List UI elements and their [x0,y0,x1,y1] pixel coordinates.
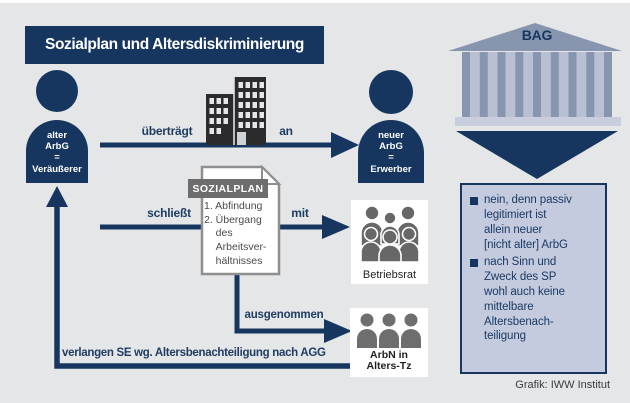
new-employer-label: neuer ArbG = Erwerber [370,130,412,175]
old-employer-person-icon [36,70,78,112]
claim-arrow [46,186,355,369]
excluded-arrow [234,270,352,343]
verdict-item: nein, denn passiv legitimiert ist allein… [470,193,600,253]
title-bar: Sozialplan und Altersdiskriminierung [25,26,324,64]
court-label: BAG [521,27,553,43]
people-group-icon [359,205,420,262]
building-icon [206,77,266,145]
new-employer-person-icon [369,70,413,114]
edge-label-excluded: ausgenommen [244,309,324,321]
square-bullet-icon [470,258,478,267]
top-strip [0,0,630,3]
workers-label: ArbN in Alters-Tz [366,348,412,373]
new-employer: neuer ArbG = Erwerber [358,120,424,183]
graphic-credit: Grafik: IWW Institut [515,379,610,391]
courthouse-icon [448,23,622,126]
big-down-arrow-icon [456,131,618,179]
works-council-box: Betriebsrat [351,200,428,284]
old-employer-label: alter ArbG = Veräußerer [32,130,82,175]
verdict-panel: nein, denn passiv legitimiert ist allein… [460,183,607,374]
document-title: SOZIALPLAN [192,182,264,195]
verdict-item-text: nein, denn passiv legitimiert ist allein… [484,194,572,251]
workers-box: ArbN in Alters-Tz [350,308,428,377]
edge-label-to: an [279,124,293,138]
edge-label-with: mit [291,206,309,220]
people-row-icon [357,313,421,348]
document-title-band: SOZIALPLAN [188,179,268,198]
edge-label-claim: verlangen SE wg. Altersbenachteiligung n… [62,347,326,359]
works-council-label: Betriebsrat [362,268,417,281]
square-bullet-icon [470,197,478,205]
verdict-item: nach Sinn und Zweck des SP wohl auch kei… [470,255,600,345]
old-employer: alter ArbG = Veräußerer [26,120,88,183]
edge-label-transfer: überträgt [141,124,193,138]
page-title: Sozialplan und Altersdiskriminierung [45,36,304,53]
edge-label-concludes: schließt [147,206,191,220]
document-content: 1. Abfindung 2. Übergang des Arbeitsver-… [204,200,267,267]
verdict-item-text: nach Sinn und Zweck des SP wohl auch kei… [484,255,565,343]
